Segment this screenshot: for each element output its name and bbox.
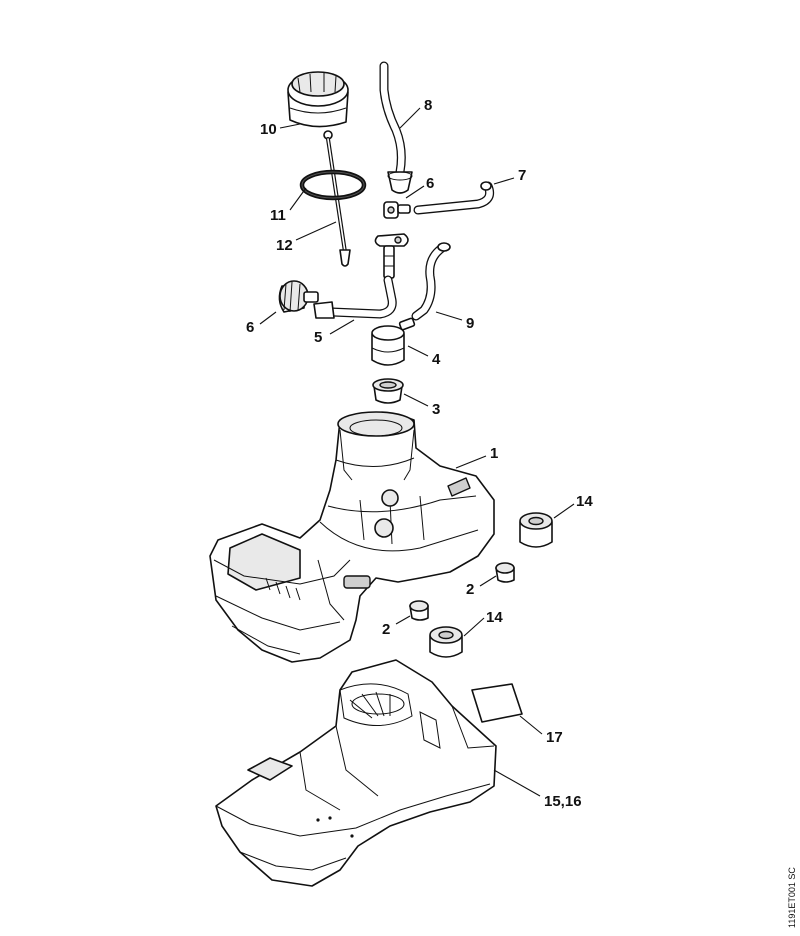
part-10-hose [411, 242, 451, 321]
part-11-fuel-cap [287, 71, 349, 128]
callout-3: 3 [432, 401, 440, 418]
callout-labels: 10 11 12 8 6 7 9 4 3 5 6 1 14 2 2 14 17 … [246, 97, 593, 810]
callout-7: 6 [426, 175, 434, 192]
callout-2-upper: 2 [466, 581, 474, 598]
part-2-bushing-lower [409, 600, 429, 621]
part-15-16-tank-housing [215, 659, 497, 887]
callout-11: 10 [260, 121, 277, 138]
part-12-o-ring [299, 169, 367, 201]
callout-5: 5 [314, 329, 322, 346]
callout-15-16: 15,16 [544, 793, 582, 810]
callout-14-lower: 14 [486, 609, 503, 626]
part-8-hose [413, 181, 495, 215]
callout-12: 11 [270, 207, 286, 224]
callout-13: 12 [276, 237, 293, 254]
part-3-grommet [372, 378, 404, 404]
part-13-rod [323, 130, 351, 267]
part-4-valve-body [371, 317, 416, 366]
callout-6: 6 [246, 319, 254, 336]
part-14-buffer-lower [429, 626, 463, 658]
fuel-line-fitting [374, 233, 409, 279]
part-9-vent-hose [379, 61, 413, 194]
part-7-valve [383, 201, 411, 219]
callout-4: 4 [432, 351, 441, 368]
part-5-fuel-hose [313, 275, 397, 319]
part-1-fuel-tank [209, 411, 495, 663]
callout-17: 17 [546, 729, 563, 746]
callout-14-upper: 14 [576, 493, 593, 510]
drawing-code: 1191ET001 SC [787, 867, 797, 928]
callout-2-lower: 2 [382, 621, 390, 638]
part-2-bushing-upper [495, 562, 515, 583]
callout-10: 9 [466, 315, 474, 332]
part-14-buffer-upper [519, 512, 553, 548]
part-17-label [471, 683, 523, 723]
callout-9: 8 [424, 97, 432, 114]
callout-8: 7 [518, 167, 526, 184]
part-6-filter [278, 280, 319, 313]
leader-lines [259, 107, 575, 797]
callout-1: 1 [490, 445, 498, 462]
